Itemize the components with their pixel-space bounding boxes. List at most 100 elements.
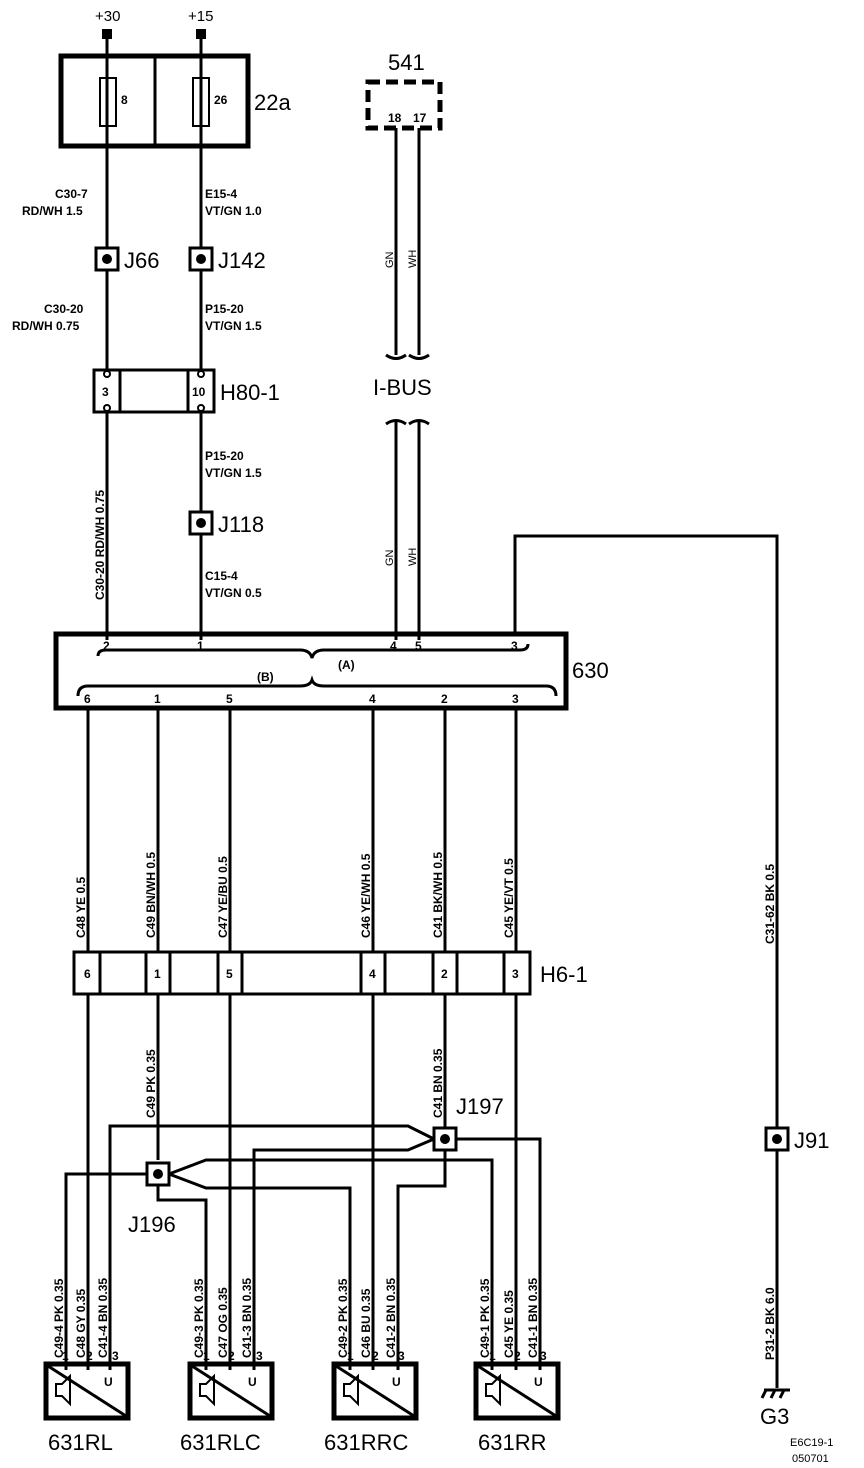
svg-text:J91: J91 [794,1128,829,1153]
diagram-code: E6C19-1 [790,1437,833,1449]
terminal-15-label: +15 [188,8,213,25]
speaker-icon [199,1373,215,1407]
svg-text:U: U [248,1375,257,1389]
svg-text:WH: WH [407,548,419,566]
svg-text:J196: J196 [128,1212,176,1237]
wire-label: C30-20 [44,302,84,316]
svg-text:3: 3 [540,1349,547,1363]
splice-j142: J142 [188,246,266,273]
svg-text:C46 BU 0.35: C46 BU 0.35 [359,1288,373,1358]
svg-text:C41-3 BN 0.35: C41-3 BN 0.35 [240,1278,254,1358]
ibus-label: I-BUS [373,375,432,400]
module-541: 541 18 17 [365,50,443,131]
svg-text:H80-1: H80-1 [220,380,280,405]
wire-label: VT/GN 1.0 [205,204,262,218]
fusebox-22a: 8 26 22a [58,53,291,149]
svg-text:630: 630 [572,658,609,683]
svg-text:1: 1 [62,1349,69,1363]
speaker-wire-labels: C49-4 PK 0.35 C48 GY 0.35 C41-4 BN 0.35 … [52,1278,540,1358]
svg-text:541: 541 [388,50,425,75]
svg-text:J118: J118 [218,512,264,537]
svg-text:631RLC: 631RLC [180,1430,261,1455]
svg-text:C47 OG 0.35: C47 OG 0.35 [216,1287,230,1358]
wire-label: RD/WH 1.5 [22,204,83,218]
speaker-631rr: U 1 2 3 631RR [473,1349,561,1455]
svg-text:5: 5 [415,639,422,653]
svg-text:1: 1 [154,692,161,706]
svg-text:1: 1 [197,639,204,653]
speaker-631rlc: U 1 2 3 631RLC [180,1349,275,1455]
wire-label: C30-7 [55,187,88,201]
wire-label: C15-4 [205,569,238,583]
svg-text:1: 1 [154,967,161,981]
speaker-icon [55,1373,71,1407]
svg-text:1: 1 [347,1349,354,1363]
svg-text:2: 2 [441,967,448,981]
svg-text:WH: WH [407,250,419,268]
svg-text:C49-4 PK 0.35: C49-4 PK 0.35 [52,1278,66,1358]
power-terminals: +30 +15 [95,8,213,39]
svg-text:4: 4 [390,639,397,653]
svg-text:2: 2 [103,639,110,653]
svg-text:C45 YE 0.35: C45 YE 0.35 [502,1290,516,1358]
svg-text:3: 3 [511,639,518,653]
wire-label: VT/GN 1.5 [205,319,262,333]
svg-text:C49-3 PK 0.35: C49-3 PK 0.35 [192,1278,206,1358]
svg-text:GN: GN [384,549,396,566]
svg-text:6: 6 [84,967,91,981]
wire-label-vertical: C49 BN/WH 0.5 [144,852,158,938]
ground-g3: G3 [760,1388,790,1429]
svg-text:3: 3 [102,385,109,399]
wire-label-vertical: C41 BK/WH 0.5 [431,852,445,938]
connector-h6-1: 6 1 5 4 2 3 H6-1 [72,950,588,996]
svg-text:17: 17 [413,111,427,125]
svg-text:3: 3 [512,967,519,981]
speaker-631rrc: U 1 2 3 631RRC [324,1349,419,1455]
speaker-631rl: U 1 2 3 631RL [43,1349,131,1455]
splice-j118: J118 [188,510,264,537]
svg-text:18: 18 [388,111,402,125]
svg-text:4: 4 [369,967,376,981]
module-630: 630 (A) (B) 2 1 4 5 3 6 1 5 4 2 3 [53,631,609,711]
svg-text:631RRC: 631RRC [324,1430,408,1455]
svg-text:U: U [104,1375,113,1389]
wire-label-vertical: C48 YE 0.5 [74,877,88,938]
svg-text:3: 3 [398,1349,405,1363]
wire-label-vertical: C30-20 RD/WH 0.75 [93,490,107,600]
speaker-icon [485,1373,501,1407]
svg-text:C41-2 BN 0.35: C41-2 BN 0.35 [384,1278,398,1358]
svg-text:3: 3 [112,1349,119,1363]
splice-j197: J197 [108,1094,542,1370]
wire-label: RD/WH 0.75 [12,319,80,333]
svg-text:5: 5 [226,692,233,706]
fuse-8-label: 8 [121,93,128,107]
svg-text:C49-1 PK 0.35: C49-1 PK 0.35 [478,1278,492,1358]
fusebox-label: 22a [254,90,291,115]
fuse-26-label: 26 [214,93,228,107]
wire-label: E15-4 [205,187,237,201]
wire-label-vertical: C31-62 BK 0.5 [763,864,777,944]
wire-label-vertical: P31-2 BK 6.0 [763,1287,777,1360]
connector-h80-1: 3 10 H80-1 [92,368,280,414]
svg-text:2: 2 [228,1349,235,1363]
svg-text:U: U [392,1375,401,1389]
splice-j91: J91 [764,1126,829,1153]
wire-label: VT/GN 0.5 [205,586,262,600]
svg-text:J142: J142 [218,248,266,273]
svg-text:C41-1 BN 0.35: C41-1 BN 0.35 [526,1278,540,1358]
svg-text:4: 4 [369,692,376,706]
speaker-icon [343,1373,359,1407]
svg-text:2: 2 [372,1349,379,1363]
splice-j196: J196 [64,1158,494,1370]
svg-text:C48 GY 0.35: C48 GY 0.35 [74,1289,88,1358]
svg-text:(B): (B) [257,670,274,684]
wire-label-vertical: C47 YE/BU 0.5 [216,856,230,938]
wire-label-vertical: C41 BN 0.35 [431,1048,445,1118]
svg-text:2: 2 [86,1349,93,1363]
wire-label: P15-20 [205,302,244,316]
svg-text:H6-1: H6-1 [540,962,588,987]
output-wires [86,708,518,1370]
svg-text:631RL: 631RL [48,1430,113,1455]
wire-label: VT/GN 1.5 [205,466,262,480]
